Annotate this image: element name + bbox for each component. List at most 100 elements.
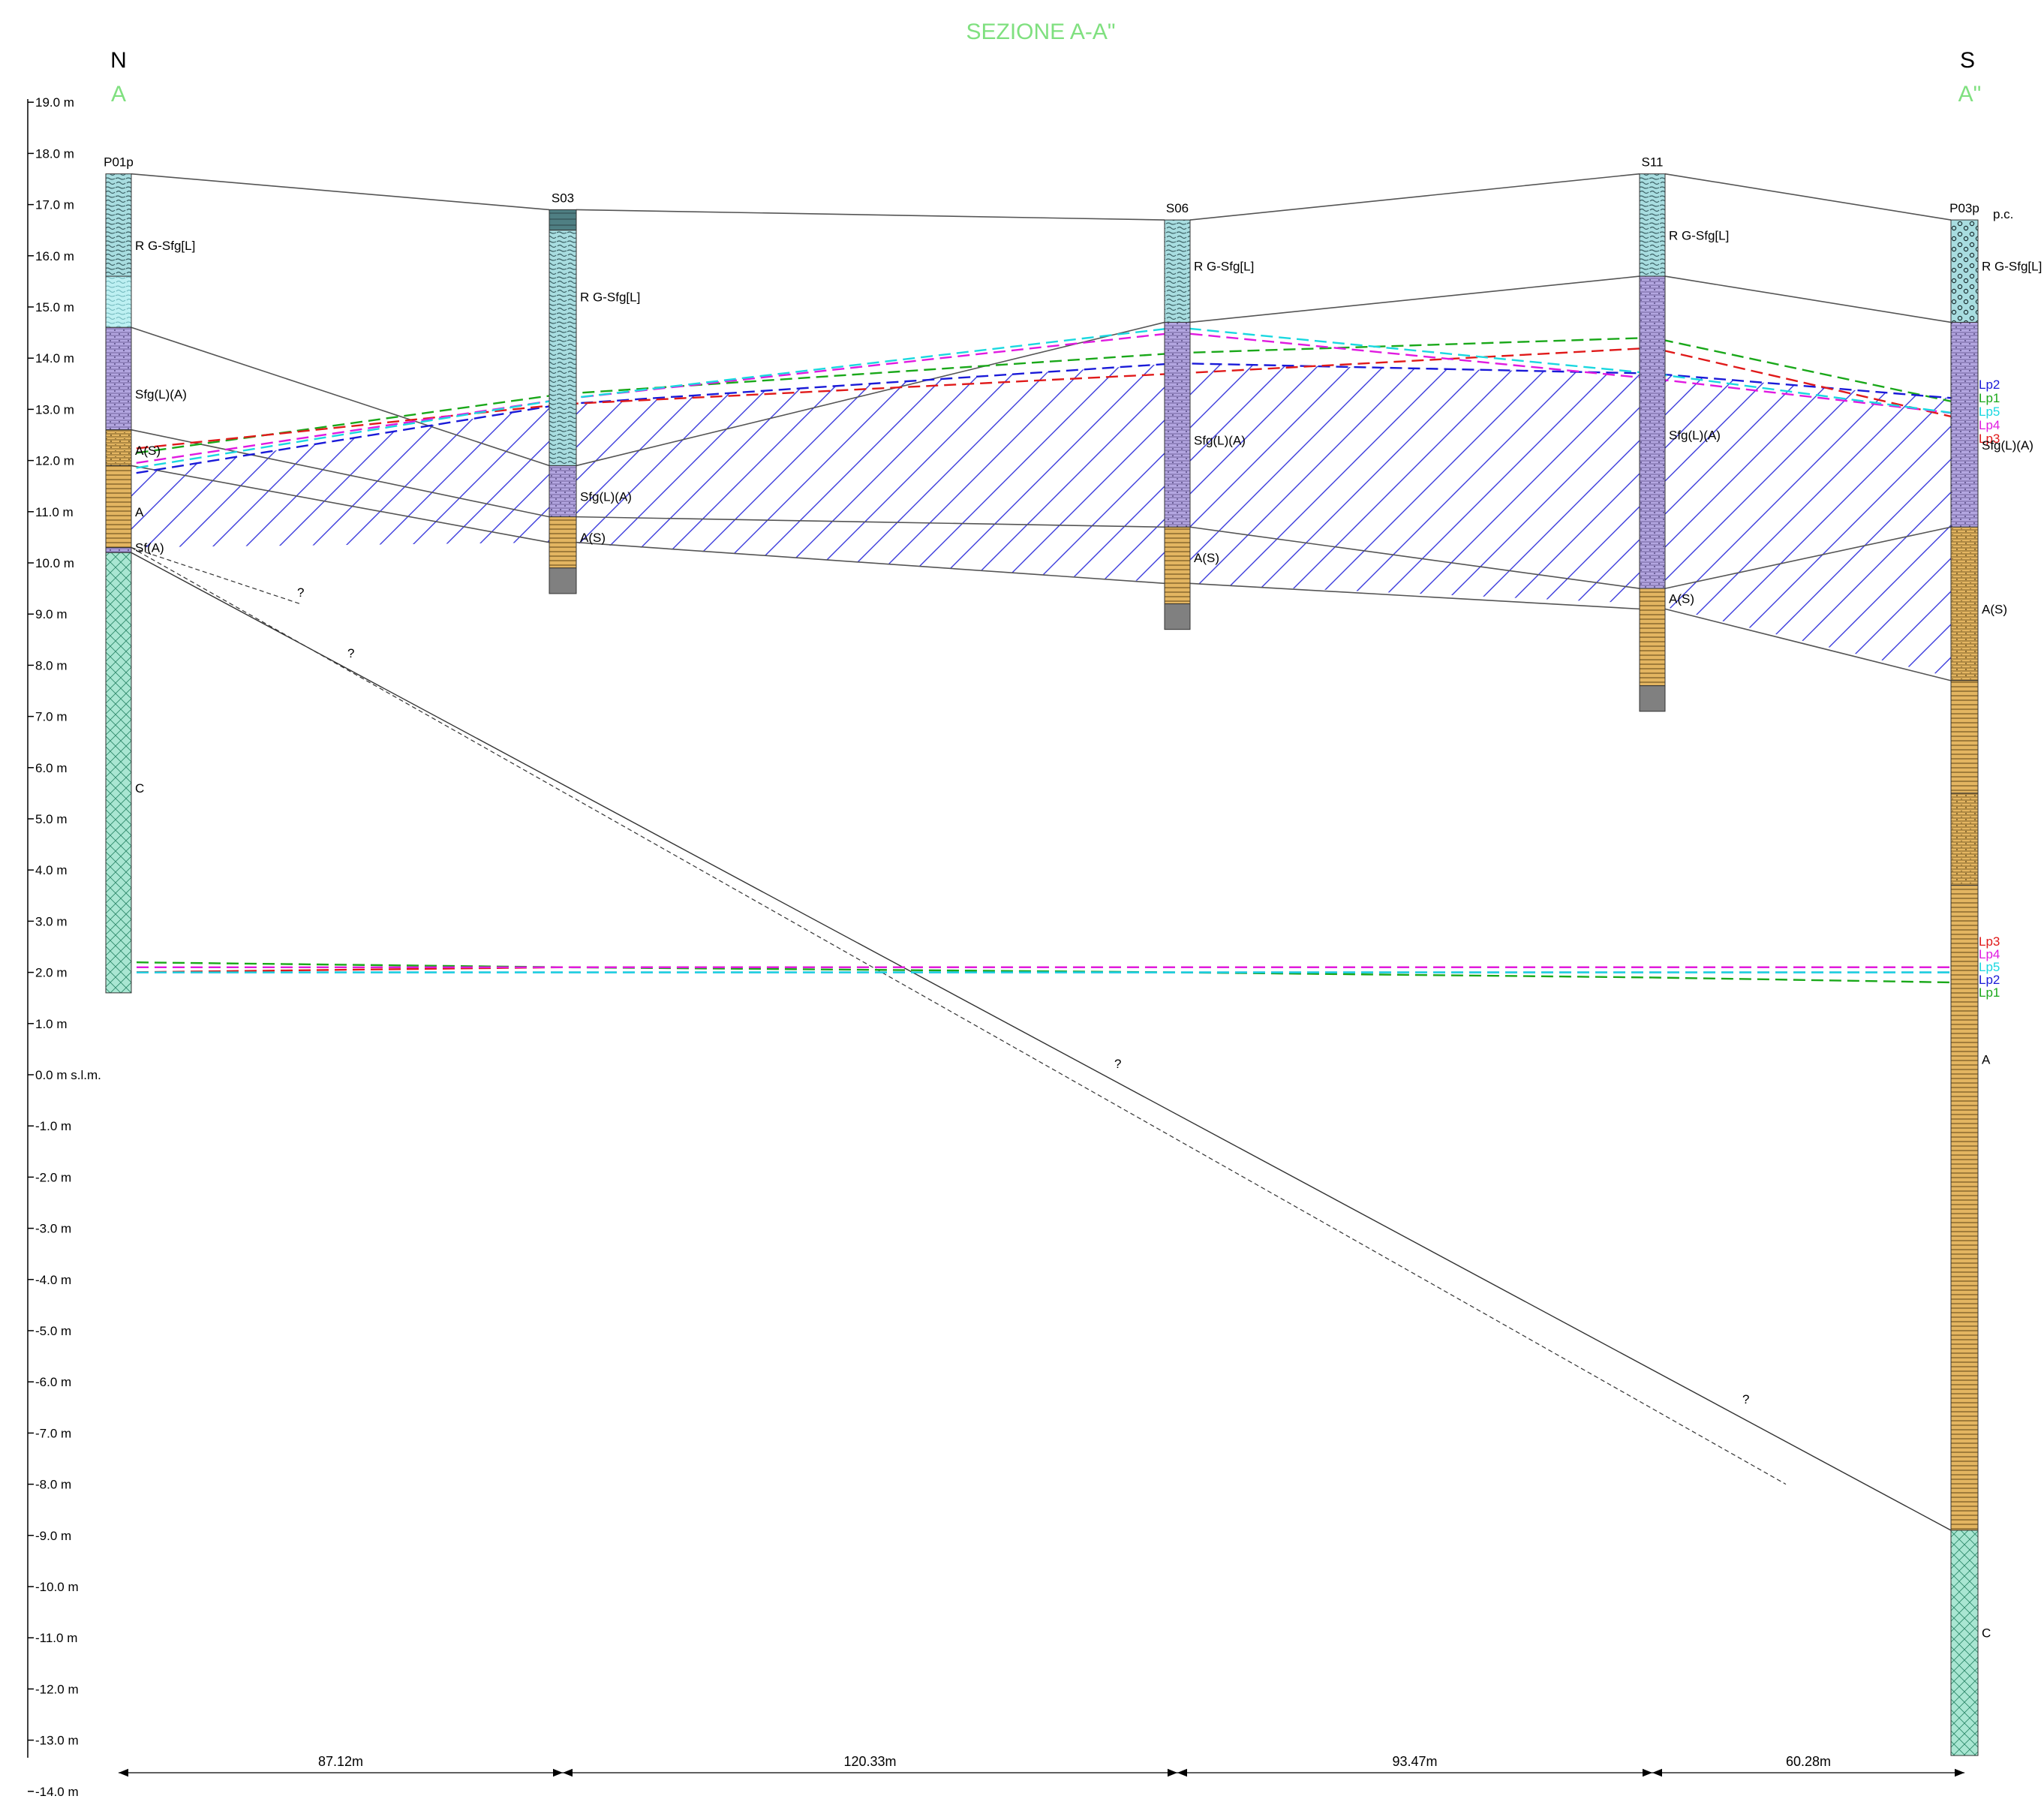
uncertain-contact-line [131,547,1787,1485]
layer-sand [105,326,132,431]
axis-tick-label: 0.0 m s.l.m. [35,1068,101,1082]
layer-label: Sfg(L)(A) [1669,429,1721,443]
axis-tick-label: 7.0 m [35,710,68,724]
lp-label: Lp3 [1979,934,2000,949]
layer-label: A(S) [1194,551,1219,565]
axis-tick-label: 3.0 m [35,914,68,928]
north-label: N [110,48,127,73]
layer-label: R G-Sfg[L] [1194,259,1254,273]
layer-label: A [135,505,144,519]
axis-tick-label: 11.0 m [35,505,74,519]
layer-clay [105,465,132,549]
layer-substrate [1950,1530,1979,1756]
aquifer-hatch-area [119,363,1964,681]
layer-label: R G-Sfg[L] [135,239,195,253]
lp-label: Lp1 [1979,985,2000,1000]
lp-label: Lp5 [1979,405,2000,419]
layer-label: Sfg(L)(A) [1982,438,2033,453]
layer-label: R G-Sfg[L] [580,290,640,304]
lp-label: Lp1 [1979,391,2000,405]
axis-tick-label: -13.0 m [35,1734,79,1748]
distance-label: 120.33m [843,1754,896,1769]
layer-label: A(S) [1982,602,2007,616]
contact-line [131,326,550,467]
layer-gravel-circles [1950,219,1979,323]
layer-sand [549,465,577,518]
ground-level-label: p.c. [1993,207,2013,221]
layer-label: Sfg(L)(A) [1194,433,1246,447]
borehole-name: P01p [104,155,134,170]
axis-tick-label: -11.0 m [35,1631,77,1645]
lp-label: Lp4 [1979,947,2000,961]
axis-tick-label: 14.0 m [35,351,74,366]
axis-tick-label: -8.0 m [35,1478,71,1492]
contact-line [131,465,550,543]
substrate-contact-line [131,552,1952,1531]
borehole-s03: S03 R G-Sfg[L] Sfg(L)(A) A(S) [549,191,640,594]
borehole-s06: S06 R G-Sfg[L] Sfg(L)(A) A(S) [1164,201,1254,630]
layer-label: R G-Sfg[L] [1669,229,1729,243]
lp-label: Lp2 [1979,378,2000,392]
axis-tick-label: 10.0 m [35,556,74,570]
layer-clay [1639,588,1666,687]
borehole-name: S06 [1166,201,1189,215]
axis-tick-label: 16.0 m [35,249,74,263]
layer-clay [549,516,577,569]
question-mark: ? [347,646,354,660]
layer-label: C [1982,1626,1991,1640]
axis-tick-label: -4.0 m [35,1273,71,1287]
layer-gravel [105,173,132,277]
lp-label: Lp3 [1979,432,2000,446]
axis-tick-label: 6.0 m [35,761,68,775]
axis-tick-label: 19.0 m [35,95,74,110]
layer-gravel [1639,173,1666,277]
layer-gravel-light [105,275,132,328]
axis-tick-label: -2.0 m [35,1170,71,1184]
correlation-lines [131,173,1952,1531]
contact-line [576,209,1165,221]
layer-label: R G-Sfg[L] [1982,259,2042,273]
borehole-name: S03 [552,191,574,205]
uncertainty-marks: ? ? ? ? [297,585,1749,1406]
layer-clay-sand [1950,526,1979,681]
layer-clay-sand [1950,793,1979,886]
layer-clay [1164,526,1191,605]
layer-sand [1950,321,1979,528]
lp-label: Lp5 [1979,960,2000,974]
layer-label: Sfg(L)(A) [580,489,632,504]
axis-tick-label: -10.0 m [35,1580,79,1594]
section-start-label: A [111,82,126,107]
contact-line [576,321,1165,467]
contact-line [576,516,1165,528]
axis-tick-label: -5.0 m [35,1324,71,1338]
elevation-axis: 19.0 m18.0 m17.0 m16.0 m15.0 m14.0 m13.0… [27,95,101,1799]
section-title: SEZIONE A-A" [966,20,1115,44]
axis-tick-label: -9.0 m [35,1529,71,1543]
axis-tick-label: 17.0 m [35,198,74,212]
layer-label: A(S) [135,444,161,458]
contact-line [1664,275,1952,323]
layer-label: A(S) [580,531,606,545]
axis-tick-label: 8.0 m [35,658,68,672]
piezometric-line-lp3 [118,966,1964,973]
contact-line [1189,582,1640,610]
contact-line [1664,173,1952,221]
layer-sand [1639,275,1666,589]
contact-line [1664,608,1952,681]
lp-label: Lp4 [1979,418,2000,432]
lp-label: Lp2 [1979,973,2000,987]
piezometric-line-lp3 [118,347,1965,452]
axis-tick-label: 12.0 m [35,454,74,468]
layer-clay [1950,680,1979,794]
layer-label: Sf(A) [135,541,164,555]
distance-label: 87.12m [318,1754,363,1769]
question-mark: ? [297,585,304,600]
section-end-label: A" [1958,82,1982,107]
distance-label: 93.47m [1392,1754,1437,1769]
axis-tick-label: -6.0 m [35,1375,71,1389]
piezometric-line-lp1 [118,961,1965,984]
